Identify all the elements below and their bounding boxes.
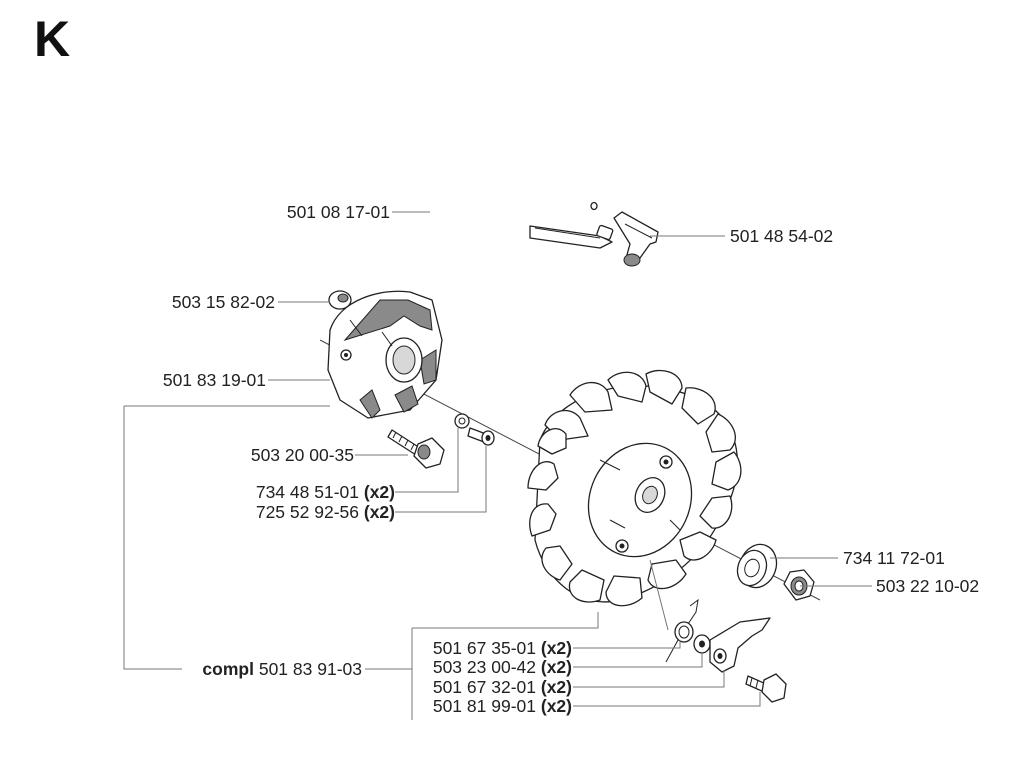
part-label-734-11-72-01: 734 11 72-01 [843,548,945,568]
part-label-501-81-99-01: 501 81 99-01 (x2) [433,696,572,716]
part-label-503-15-82-02: 503 15 82-02 [172,292,275,312]
part-label-503-20-00-35: 503 20 00-35 [251,445,354,465]
part-label-501-48-54-02: 501 48 54-02 [730,226,833,246]
flywheel-bolt [387,429,445,469]
starter-pawl [709,617,771,673]
page-title: K [34,11,71,67]
module-screw [467,427,495,446]
flywheel-nut [783,569,815,601]
flywheel [527,369,742,607]
part-label-501-67-35-01: 501 67 35-01 (x2) [433,638,572,658]
part-label-501-08-17-01: 501 08 17-01 [287,202,390,222]
spark-plug-cap [613,211,659,267]
leader-lines [123,211,872,720]
part-label-503-22-10-02: 503 22 10-02 [876,576,979,596]
pawl-bolt [745,673,787,703]
sleeve-part [328,290,352,310]
part-label-734-48-51-01: 734 48 51-01 (x2) [256,482,395,502]
ignition-cable [366,194,614,301]
part-labels: 501 08 17-01 501 48 54-02 503 15 82-02 5… [163,202,979,716]
flywheel-washer [736,543,778,589]
part-label-725-52-92-56: 725 52 92-56 (x2) [256,502,395,522]
part-label-501-67-32-01: 501 67 32-01 (x2) [433,677,572,697]
pawl-spring [665,598,699,663]
ignition-module [327,290,443,419]
small-washer [454,413,470,429]
pawl-washer [693,634,711,654]
part-label-503-23-00-42: 503 23 00-42 (x2) [433,657,572,677]
assembly-label: compl 501 83 91-03 [202,659,362,679]
part-label-501-83-19-01: 501 83 19-01 [163,370,266,390]
